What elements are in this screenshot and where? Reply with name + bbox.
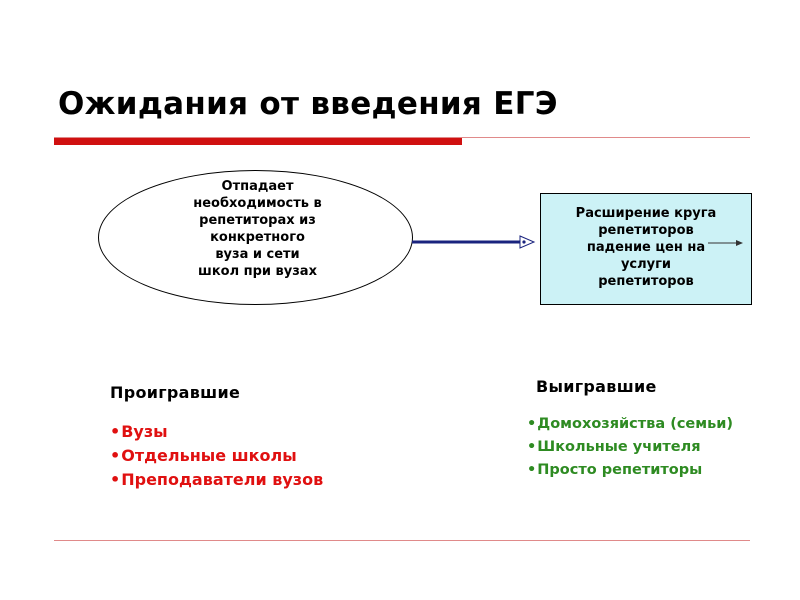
small-arrow-icon — [708, 240, 743, 246]
cause-line: школ при вузах — [198, 264, 317, 279]
cause-ellipse — [98, 170, 413, 305]
losers-heading: Проигравшие — [110, 383, 241, 402]
slide-title: Ожидания от введения ЕГЭ — [58, 86, 558, 122]
top-divider-line — [54, 137, 750, 138]
effect-line: услуги — [620, 257, 672, 272]
cause-line: репетиторах из — [199, 213, 316, 228]
losers-list: •Вузы •Отдельные школы •Преподаватели ву… — [110, 420, 323, 492]
effect-box — [540, 193, 752, 305]
cause-line: вуза и сети — [215, 247, 300, 262]
effect-line: падение цен на — [586, 240, 706, 255]
list-item: •Школьные учителя — [527, 436, 733, 459]
list-item: •Преподаватели вузов — [110, 468, 323, 492]
bullet-icon: • — [527, 439, 537, 455]
bullet-icon: • — [527, 416, 537, 432]
bullet-icon: • — [110, 422, 121, 441]
winner-item: Домохозяйства (семьи) — [537, 416, 734, 432]
top-accent-bar — [54, 138, 462, 145]
bullet-icon: • — [110, 446, 121, 465]
effect-line: репетиторов — [598, 223, 694, 238]
list-item: •Просто репетиторы — [527, 459, 733, 482]
loser-item: Преподаватели вузов — [121, 470, 324, 489]
winners-heading: Выигравшие — [536, 377, 657, 396]
cause-line: Отпадает — [221, 179, 294, 194]
list-item: •Вузы — [110, 420, 323, 444]
connector-arrow — [412, 235, 536, 249]
winners-list: •Домохозяйства (семьи) •Школьные учителя… — [527, 413, 733, 482]
winner-item: Просто репетиторы — [537, 462, 703, 478]
bottom-divider-line — [54, 540, 750, 541]
list-item: •Домохозяйства (семьи) — [527, 413, 733, 436]
cause-line: конкретного — [210, 230, 305, 245]
cause-line: необходимость в — [193, 196, 322, 211]
effect-line: Расширение круга — [575, 206, 717, 221]
loser-item: Вузы — [121, 422, 168, 441]
loser-item: Отдельные школы — [121, 446, 297, 465]
cause-text: Отпадает необходимость в репетиторах из … — [150, 178, 365, 280]
list-item: •Отдельные школы — [110, 444, 323, 468]
effect-line: репетиторов — [598, 274, 694, 289]
effect-text: Расширение круга репетиторов падение цен… — [540, 205, 752, 290]
bullet-icon: • — [110, 470, 121, 489]
winner-item: Школьные учителя — [537, 439, 701, 455]
bullet-icon: • — [527, 462, 537, 478]
